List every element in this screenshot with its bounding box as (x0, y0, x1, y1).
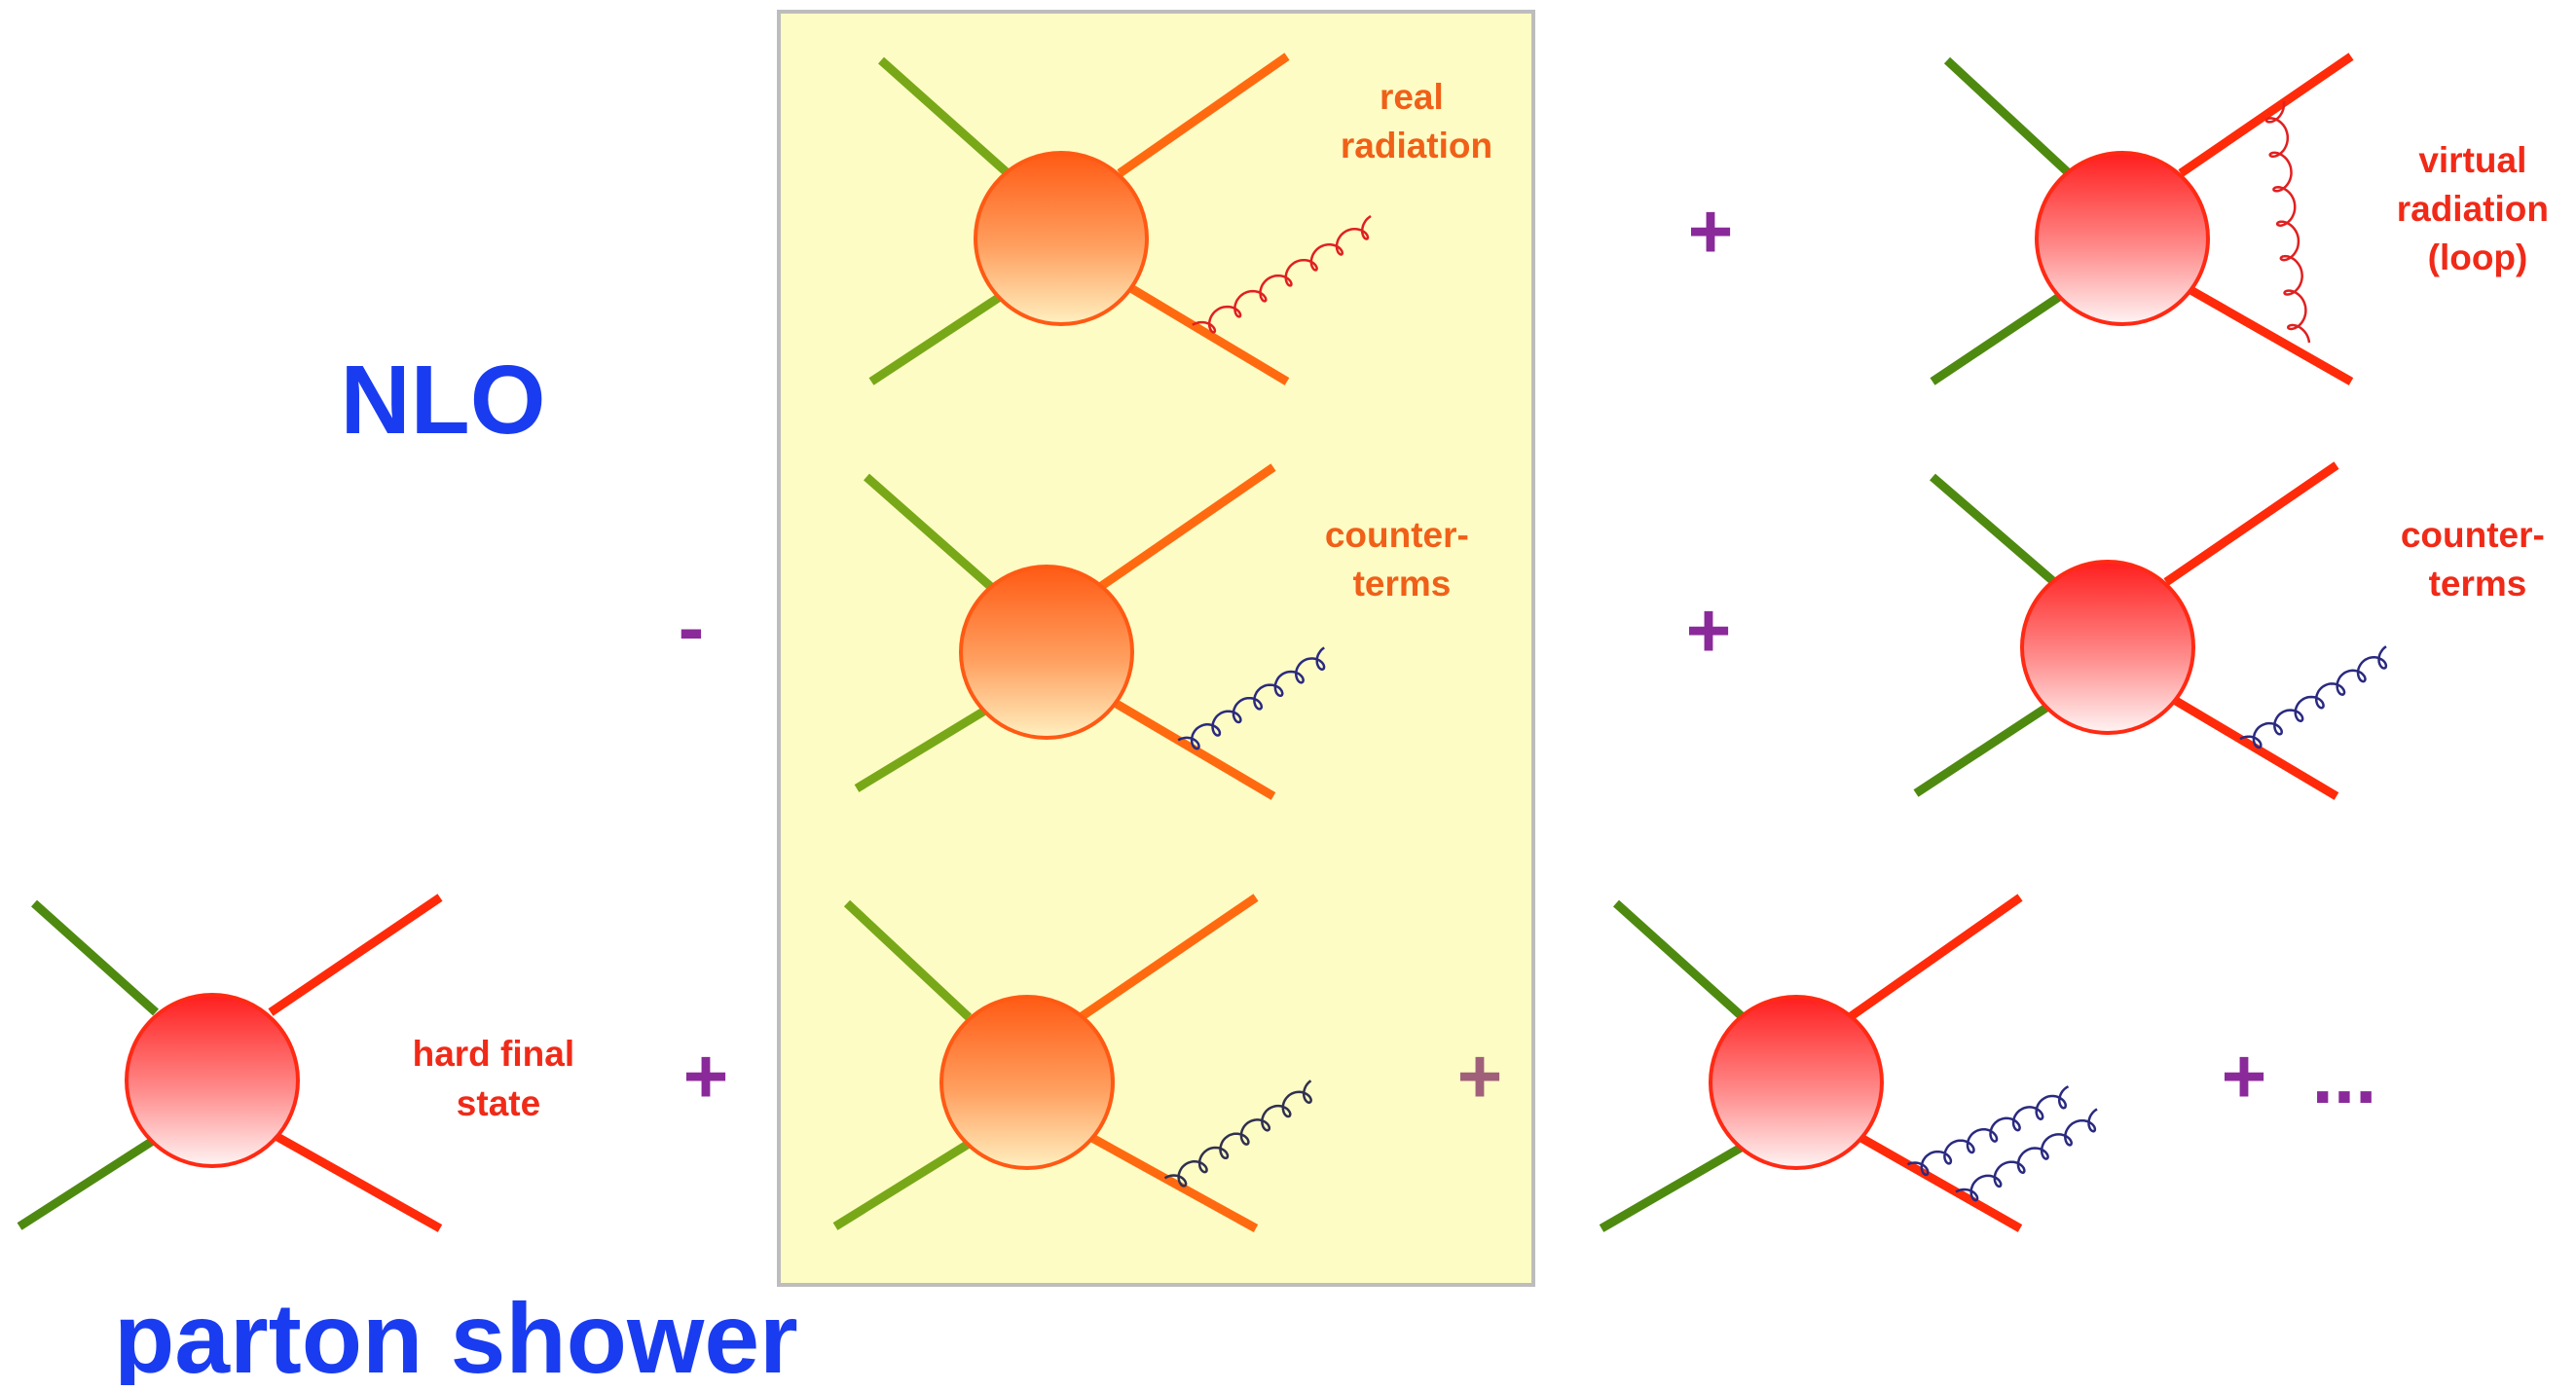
plus-operator-top: + (1688, 188, 1734, 274)
outgoing-parton-line (1126, 283, 1290, 385)
incoming-parton-line (1930, 291, 2065, 385)
incoming-parton-line (1943, 56, 2073, 177)
outgoing-parton-line (1857, 1133, 2023, 1232)
incoming-parton-line (1599, 1143, 1746, 1232)
diagram-hard-final-state (17, 894, 443, 1232)
gluon-emission (1192, 214, 1372, 334)
counterterms-box-label: counter- terms (1325, 515, 1479, 604)
diagram-counterterm-box (854, 463, 1326, 800)
parton-shower-title: parton shower (114, 1283, 798, 1385)
diagram-virtual-loop (1930, 53, 2354, 385)
incoming-parton-line (1913, 702, 2052, 797)
nlo-title: NLO (340, 346, 545, 455)
real-radiation-label: real radiation (1341, 77, 1492, 165)
gluon-emission (1955, 1108, 2098, 1202)
outgoing-parton-line (1087, 1133, 1259, 1232)
plus-operator-bottom-mid: + (1457, 1033, 1503, 1119)
outgoing-parton-line (1097, 463, 1276, 591)
ellipsis: ... (2312, 1033, 2377, 1119)
incoming-parton-line (1930, 473, 2057, 586)
incoming-parton-line (832, 1140, 972, 1230)
outgoing-parton-line (1847, 894, 2023, 1021)
incoming-parton-line (868, 291, 1006, 385)
outgoing-parton-line (2183, 283, 2354, 385)
outgoing-parton-line (268, 894, 443, 1016)
incoming-parton-line (17, 1135, 159, 1230)
interaction-blob (974, 151, 1149, 326)
diagram-counterterm-right (1913, 461, 2388, 800)
incoming-parton-line (30, 899, 160, 1016)
incoming-parton-line (878, 56, 1011, 177)
interaction-blob (1709, 995, 1884, 1170)
gluon-emission (1907, 1085, 2070, 1177)
outgoing-parton-line (1112, 699, 1276, 800)
plus-operator-bottom-left: + (683, 1033, 729, 1119)
outgoing-parton-line (275, 1133, 443, 1232)
plus-operator-mid: + (1686, 587, 1732, 674)
diagram-shower-one-emission (832, 894, 1312, 1232)
incoming-parton-line (1612, 899, 1747, 1021)
incoming-parton-line (854, 705, 991, 792)
plus-operator-bottom-right: + (2222, 1033, 2267, 1119)
outgoing-parton-line (2178, 53, 2354, 177)
incoming-parton-line (864, 473, 994, 591)
outgoing-parton-line (1078, 894, 1259, 1021)
outgoing-parton-line (2163, 461, 2339, 586)
interaction-blob (2020, 560, 2195, 735)
interaction-blob (939, 995, 1115, 1170)
outgoing-parton-line (2173, 697, 2339, 800)
outgoing-parton-line (1117, 53, 1290, 177)
hard-final-state-label: hard final state (413, 1034, 585, 1123)
diagram-shower-two-emissions (1599, 894, 2098, 1232)
virtual-radiation-label: virtual radiation (loop) (2397, 140, 2559, 277)
gluon-emission (1163, 1079, 1312, 1188)
minus-operator: - (679, 584, 705, 671)
gluon-emission (1177, 646, 1326, 750)
subtraction-box (777, 10, 1535, 1287)
gluon-emission (2239, 645, 2388, 750)
diagram-real-radiation (868, 53, 1372, 385)
interaction-blob (959, 565, 1134, 740)
interaction-blob (125, 993, 300, 1168)
virtual-gluon-loop (2264, 100, 2311, 344)
interaction-blob (2035, 151, 2210, 326)
feynman-diagrams (17, 53, 2388, 1232)
counterterms-right-label: counter- terms (2401, 515, 2555, 604)
incoming-parton-line (843, 899, 973, 1021)
